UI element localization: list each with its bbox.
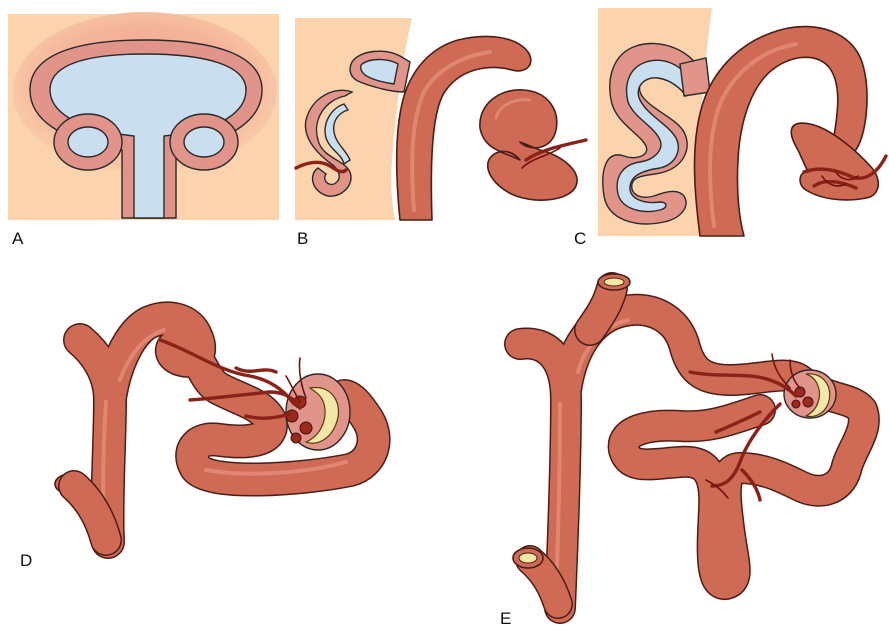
panel-label-e: E	[500, 609, 511, 626]
panel-label-d: D	[20, 551, 32, 570]
panel-d: D	[20, 318, 374, 570]
tubule-body-e	[520, 310, 864, 608]
panel-label-b: B	[297, 229, 308, 248]
tubule-loop-c	[791, 123, 878, 200]
panel-label-c: C	[574, 229, 586, 248]
junction-band-c	[680, 58, 710, 96]
right-vesicle-lumen	[184, 127, 224, 157]
collecting-duct-c	[695, 27, 868, 236]
capillary-vessel	[236, 368, 276, 372]
panel-e: E	[500, 274, 864, 626]
capillary-loop	[803, 397, 813, 407]
tubule-open-end-bottom-lumen-e	[519, 553, 537, 563]
panel-b: B	[295, 18, 586, 248]
panel-c: C	[574, 8, 886, 248]
panel-label-a: A	[12, 229, 24, 248]
tubule-open-end-top-lumen-e	[604, 278, 624, 286]
left-vesicle-lumen	[68, 127, 108, 157]
panel-a: A	[8, 12, 279, 248]
capillary-loop	[300, 422, 312, 434]
capillary-loop	[291, 433, 301, 443]
capillary-loop	[792, 400, 800, 408]
